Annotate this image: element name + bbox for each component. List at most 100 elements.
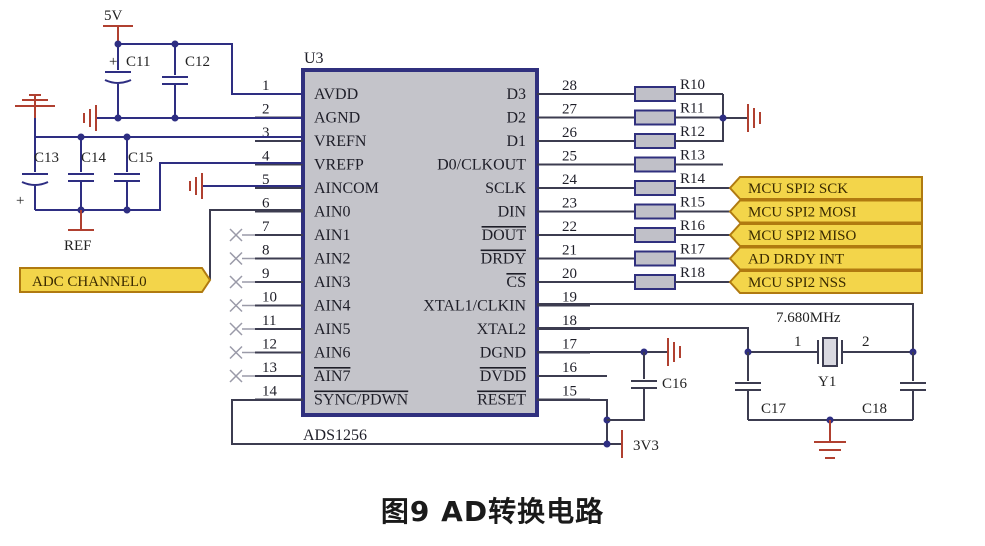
- no-connect-markers: [229, 228, 255, 383]
- cap-c15-label: C15: [128, 150, 153, 166]
- svg-text:+: +: [16, 193, 24, 209]
- figure-caption: 图9 AD转换电路: [380, 495, 605, 528]
- pin-20-number: 20: [562, 266, 577, 282]
- net-tag: [728, 223, 923, 247]
- pin-14-number: 14: [262, 384, 278, 400]
- crystal-pin1-label: 1: [794, 334, 802, 350]
- adc-channel0-label: ADC CHANNEL0: [32, 274, 147, 290]
- pin-17-name: DGND: [480, 345, 526, 362]
- pin-18-name: XTAL2: [477, 321, 526, 338]
- resistor-r15: [634, 203, 676, 220]
- pin-22-number: 22: [562, 219, 577, 235]
- pin-4-number: 4: [262, 149, 270, 165]
- pin-27-name: D2: [506, 110, 526, 127]
- net-tag: [728, 270, 923, 294]
- net-tag: [728, 176, 923, 200]
- pin-9-name: AIN3: [314, 274, 350, 291]
- resistor-r11-label: R11: [680, 101, 704, 117]
- no-connect-icon: [229, 369, 255, 383]
- pin-6-name: AIN0: [314, 204, 350, 221]
- pin-20-name: CS: [506, 274, 526, 291]
- net-tag-label: AD DRDY INT: [748, 252, 844, 268]
- pin-1-number: 1: [262, 78, 270, 94]
- reference-section: + C13 C14 C15 REF: [15, 94, 303, 254]
- resistor-r11: [634, 109, 676, 126]
- pin-3-number: 3: [262, 125, 270, 141]
- no-connect-icon: [229, 251, 255, 266]
- resistor-r16: [634, 227, 676, 243]
- pin-6-number: 6: [262, 196, 270, 212]
- chip-part-label: ADS1256: [303, 427, 367, 444]
- pin-24-number: 24: [562, 172, 578, 188]
- pin-12-number: 12: [262, 337, 277, 353]
- pin-7-number: 7: [262, 219, 270, 235]
- pin-5-name: AINCOM: [314, 180, 379, 197]
- ground-icon: [189, 173, 203, 199]
- net-tag: [728, 246, 923, 271]
- pin-15-name: RESET: [477, 392, 526, 409]
- pin-23-number: 23: [562, 196, 577, 212]
- cap-c13-label: C13: [34, 150, 59, 166]
- svg-text:+: +: [109, 54, 117, 70]
- pin-13-number: 13: [262, 360, 277, 376]
- pin-23-name: DIN: [498, 204, 527, 221]
- resistor-r16-label: R16: [680, 218, 706, 234]
- pin-3-name: VREFN: [314, 133, 367, 150]
- pin-16-number: 16: [562, 360, 578, 376]
- pin-12-name: AIN6: [314, 345, 350, 362]
- adc-channel0-tag: [19, 267, 212, 293]
- no-connect-icon: [229, 275, 255, 289]
- pin-17-number: 17: [562, 337, 578, 353]
- d-pins-ground: [719, 94, 761, 142]
- ref-net-label: REF: [64, 238, 92, 254]
- pin-14-name: SYNC/PDWN: [314, 392, 409, 409]
- ground-icon: [83, 105, 97, 131]
- pin-11-number: 11: [262, 313, 276, 329]
- no-connect-icon: [229, 322, 255, 336]
- cap-c16-label: C16: [662, 376, 688, 392]
- pin-7-name: AIN1: [314, 227, 350, 244]
- resistor-r14-label: R14: [680, 171, 706, 187]
- resistor-r13-label: R13: [680, 148, 705, 164]
- pin-8-number: 8: [262, 243, 270, 259]
- pin-9-number: 9: [262, 266, 270, 282]
- resistor-r10-label: R10: [680, 77, 705, 93]
- net-tag-label: MCU SPI2 SCK: [748, 181, 848, 197]
- supply-5v-label: 5V: [104, 8, 123, 24]
- pin-8-name: AIN2: [314, 251, 350, 268]
- pin-22-name: DOUT: [482, 227, 527, 244]
- pin-26-number: 26: [562, 125, 578, 141]
- pin-25-number: 25: [562, 149, 577, 165]
- resistor-r10: [634, 86, 676, 102]
- resistor-r12: [634, 133, 676, 149]
- pin-16-name: DVDD: [480, 368, 526, 385]
- pin-4-name: VREFP: [314, 157, 364, 174]
- net-tag-label: MCU SPI2 NSS: [748, 275, 846, 291]
- power-5v-section: 5V + C11 C12: [83, 8, 303, 131]
- net-tag-label: MCU SPI2 MISO: [748, 228, 857, 244]
- resistor-r18: [634, 274, 676, 290]
- pin-1-name: AVDD: [314, 86, 358, 103]
- pin-15-number: 15: [562, 384, 577, 400]
- pin-18-number: 18: [562, 313, 577, 329]
- pin-19-name: XTAL1/CLKIN: [423, 298, 526, 315]
- ground-icon: [667, 338, 681, 366]
- resistor-r12-label: R12: [680, 124, 705, 140]
- right-pin-group: 28D327D226D125D0/CLKOUT24SCLK23DIN22DOUT…: [423, 78, 635, 409]
- supply-3v3-label: 3V3: [633, 438, 659, 454]
- pin-24-name: SCLK: [485, 180, 526, 197]
- ground-icon: [747, 104, 761, 132]
- cap-c18-label: C18: [862, 401, 887, 417]
- pin-5-number: 5: [262, 172, 270, 188]
- adc-channel0-net: ADC CHANNEL0: [19, 209, 303, 293]
- cap-c17-label: C17: [761, 401, 787, 417]
- pin-27-number: 27: [562, 102, 578, 118]
- ground-icon: [814, 420, 846, 459]
- no-connect-icon: [229, 345, 255, 360]
- crystal-ref-label: Y1: [818, 374, 836, 390]
- resistor-r17-label: R17: [680, 242, 706, 258]
- aincom-ground: [189, 173, 303, 199]
